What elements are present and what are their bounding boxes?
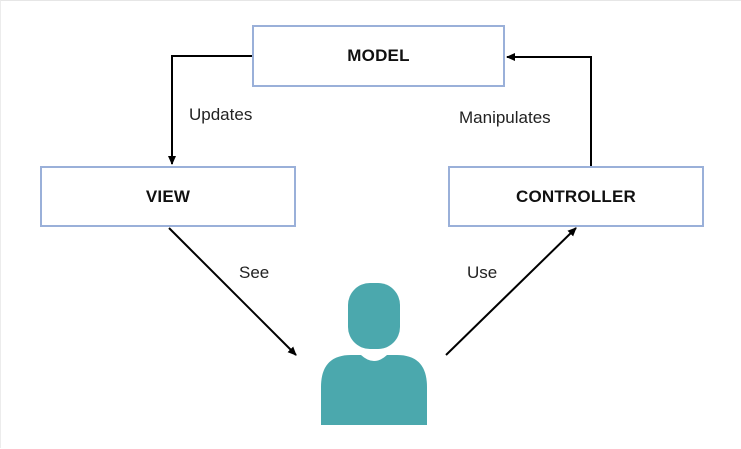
user-icon	[321, 283, 427, 425]
view-label: VIEW	[145, 186, 191, 206]
manipulates-label: Manipulates	[459, 108, 551, 127]
model-box: MODEL	[252, 25, 505, 87]
updates-label: Updates	[189, 105, 253, 124]
use-label: Use	[467, 263, 498, 282]
arrow-model-to-view	[168, 55, 252, 165]
controller-box: CONTROLLER	[448, 166, 704, 227]
arrow-view-to-user	[168, 227, 297, 356]
arrow-controller-to-model	[506, 53, 592, 166]
view-box: VIEW	[40, 166, 296, 227]
model-label: MODEL	[347, 46, 410, 65]
arrow-user-to-controller	[445, 227, 577, 356]
see-label: See	[239, 263, 270, 282]
controller-label: CONTROLLER	[515, 186, 637, 206]
